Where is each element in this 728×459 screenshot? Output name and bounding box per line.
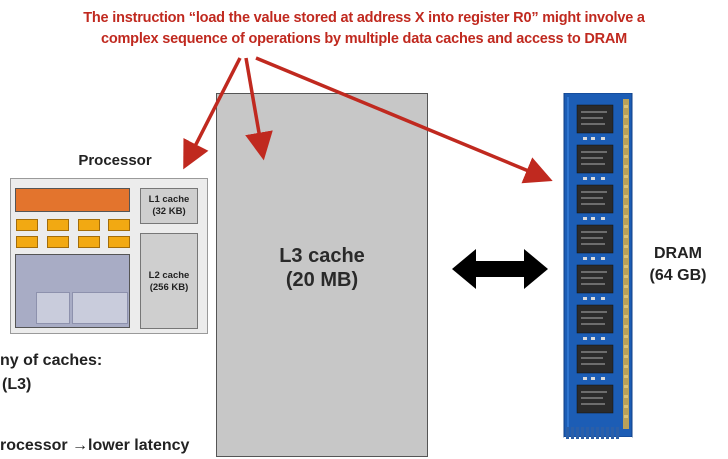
register-cell xyxy=(78,236,100,248)
sub-unit xyxy=(72,292,128,324)
register-cell xyxy=(16,219,38,231)
arrow-to-processor xyxy=(183,57,242,170)
l3-cache-label: L3 cache (20 MB) xyxy=(279,245,365,291)
register-cell xyxy=(16,236,38,248)
note-line-3: rocessor →lower latency xyxy=(0,437,190,454)
l1-cache-label: L1 cache (32 KB) xyxy=(148,194,190,217)
processor-label: Processor xyxy=(78,152,152,169)
l1-cache-block: L1 cache (32 KB) xyxy=(140,188,198,224)
register-cell xyxy=(78,219,100,231)
caption-line-2: complex sequence of operations by multip… xyxy=(100,31,628,47)
sub-unit xyxy=(36,292,70,324)
dram-label: DRAM (64 GB) xyxy=(649,245,707,284)
caption-line-1: The instruction “load the value stored a… xyxy=(83,10,645,26)
arrow-to-dram xyxy=(255,56,553,184)
register-cell xyxy=(47,219,69,231)
note-line-2: (L3) xyxy=(2,376,32,393)
double-arrow-icon xyxy=(452,249,548,289)
register-cell xyxy=(108,219,130,231)
register-cell xyxy=(108,236,130,248)
l2-cache-label: L2 cache (256 KB) xyxy=(148,270,190,293)
dram-module-icon xyxy=(563,93,633,459)
register-cell xyxy=(47,236,69,248)
l2-cache-block: L2 cache (256 KB) xyxy=(140,233,198,329)
core-block xyxy=(15,188,130,212)
arrow-to-l3 xyxy=(244,57,273,161)
caption: The instruction “load the value stored a… xyxy=(40,8,688,50)
note-line-1: ny of caches: xyxy=(0,352,103,369)
